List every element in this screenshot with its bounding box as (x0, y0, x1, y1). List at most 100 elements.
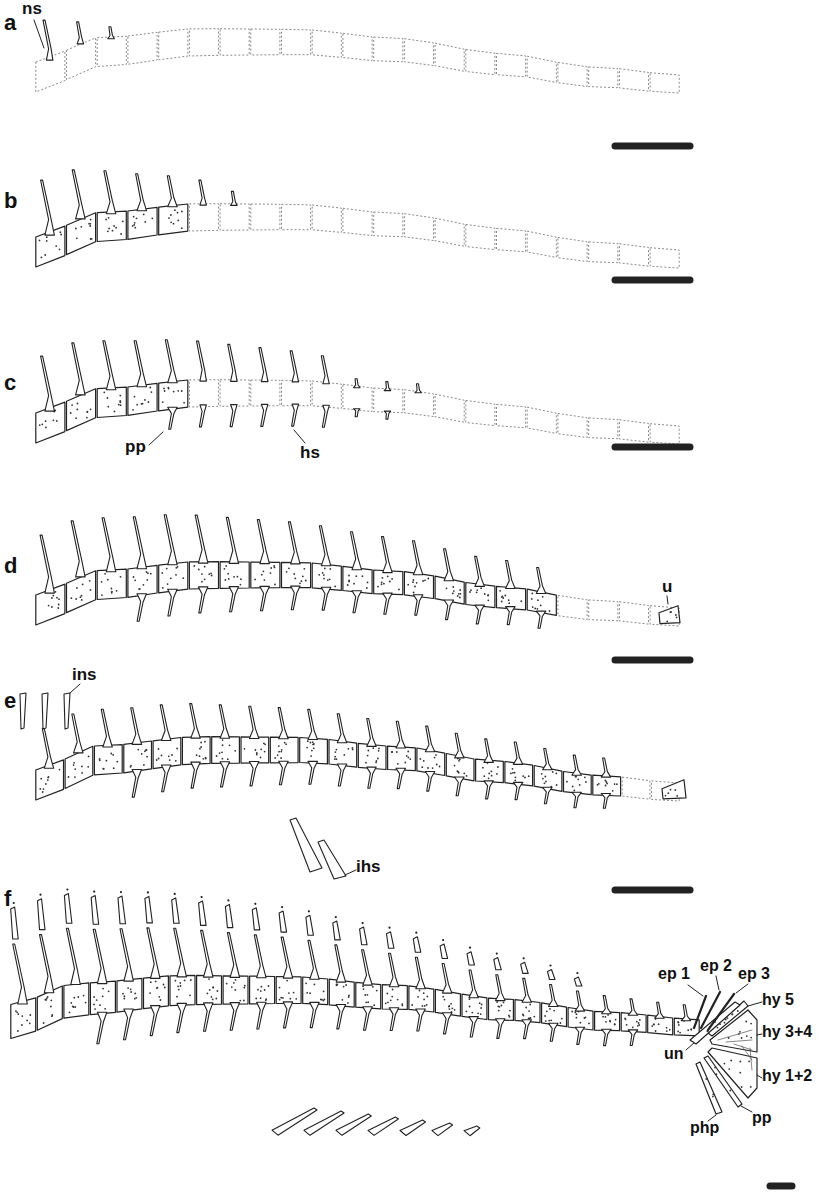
stipple-dot (216, 755, 218, 757)
stipple-dot (448, 1006, 450, 1008)
stipple-dot (264, 743, 266, 745)
neural-spine (319, 526, 330, 566)
stipple-dot (268, 985, 270, 987)
haemal-spine (367, 767, 377, 788)
stipple-dot (367, 755, 369, 757)
stipple-dot (537, 608, 539, 610)
neural-spine (93, 929, 107, 983)
centrum-outline (220, 204, 249, 231)
stipple-dot (112, 754, 114, 756)
stipple-dot (353, 583, 355, 585)
stipple-dot (676, 617, 678, 619)
neural-spine (413, 541, 423, 575)
stipple-dot (638, 1024, 640, 1026)
stipple-dot (347, 748, 349, 750)
stipple-dot (225, 565, 227, 567)
stipple-dot (212, 987, 214, 989)
stipple-dot (579, 784, 581, 786)
part-label: pp (125, 438, 146, 455)
stipple-dot (510, 773, 512, 775)
stipple-dot (99, 1004, 101, 1006)
stipple-dot (177, 390, 179, 392)
stipple-dot (112, 230, 114, 232)
stipple-dot (452, 586, 454, 588)
haemal-spine (425, 772, 435, 792)
stipple-dot (533, 1016, 535, 1018)
stipple-dot (476, 591, 478, 593)
neural-spine (337, 714, 347, 743)
stipple-dot (503, 1002, 505, 1004)
stipple-dot (712, 1094, 714, 1096)
stipple-dot (555, 773, 557, 775)
stipple-dot (512, 768, 514, 770)
stipple-dot (243, 987, 245, 989)
interneural-spine (252, 908, 259, 930)
stipple-dot (146, 579, 148, 581)
interneural-spine (521, 962, 529, 973)
part-label: ins (72, 666, 97, 683)
centrum (212, 737, 240, 764)
interneural-spine (91, 896, 99, 925)
stipple-dot (257, 989, 259, 991)
panel-letter: e (4, 690, 16, 712)
neural-spine (455, 733, 465, 758)
stipple-dot (638, 1022, 640, 1024)
stipple-dot (312, 741, 314, 743)
neural-spine (496, 975, 506, 1001)
centrum (128, 207, 157, 239)
stipple-dot (108, 217, 110, 219)
haemal-spine (384, 411, 391, 419)
leader-line (748, 1002, 762, 1006)
stipple-dot (260, 997, 262, 999)
stipple-dot (226, 983, 228, 985)
cartilage-dot (335, 916, 337, 918)
stipple-dot (260, 748, 262, 750)
stipple-dot (524, 777, 526, 779)
centrum-outline (619, 420, 648, 442)
stipple-dot (724, 1022, 726, 1024)
stipple-dot (625, 1019, 627, 1021)
stipple-dot (365, 1001, 367, 1003)
interneural-spine (42, 693, 48, 729)
stipple-dot (362, 985, 364, 987)
stipple-dot (420, 758, 422, 760)
neural-spine (108, 27, 115, 39)
neural-spine (133, 517, 146, 569)
stipple-dot (237, 576, 239, 578)
stipple-dot (107, 406, 109, 408)
centrum-outline (312, 205, 341, 232)
stipple-dot (278, 745, 280, 747)
stipple-dot (177, 212, 179, 214)
stipple-dot (381, 583, 383, 585)
stipple-dot (442, 996, 444, 998)
part-label: hy 3+4 (762, 1024, 812, 1040)
stipple-dot (502, 597, 504, 599)
stipple-dot (712, 1096, 714, 1098)
stipple-dot (233, 576, 235, 578)
stipple-dot (605, 785, 607, 787)
stipple-dot (45, 427, 47, 429)
stipple-dot (470, 589, 472, 591)
interneural-spine (333, 921, 341, 940)
haemal-spine (168, 407, 178, 429)
stipple-dot (116, 590, 118, 592)
stipple-dot (177, 985, 179, 987)
stipple-dot (280, 751, 282, 753)
epural-2 (701, 992, 720, 1028)
stipple-dot (142, 403, 144, 405)
stipple-dot (233, 982, 235, 984)
haemal-spine (475, 605, 485, 624)
stipple-dot (143, 584, 145, 586)
cartilage-dot (388, 927, 390, 929)
stipple-dot (285, 743, 287, 745)
haemal-spine (352, 591, 362, 613)
stipple-dot (295, 998, 297, 1000)
stipple-dot (301, 580, 303, 582)
stipple-dot (311, 750, 313, 752)
stipple-dot (745, 1021, 747, 1023)
centrum-outline (558, 595, 587, 619)
stipple-dot (167, 387, 169, 389)
stipple-dot (532, 606, 534, 608)
haemal-spine (416, 1009, 426, 1031)
haemal-spine (602, 1029, 612, 1045)
